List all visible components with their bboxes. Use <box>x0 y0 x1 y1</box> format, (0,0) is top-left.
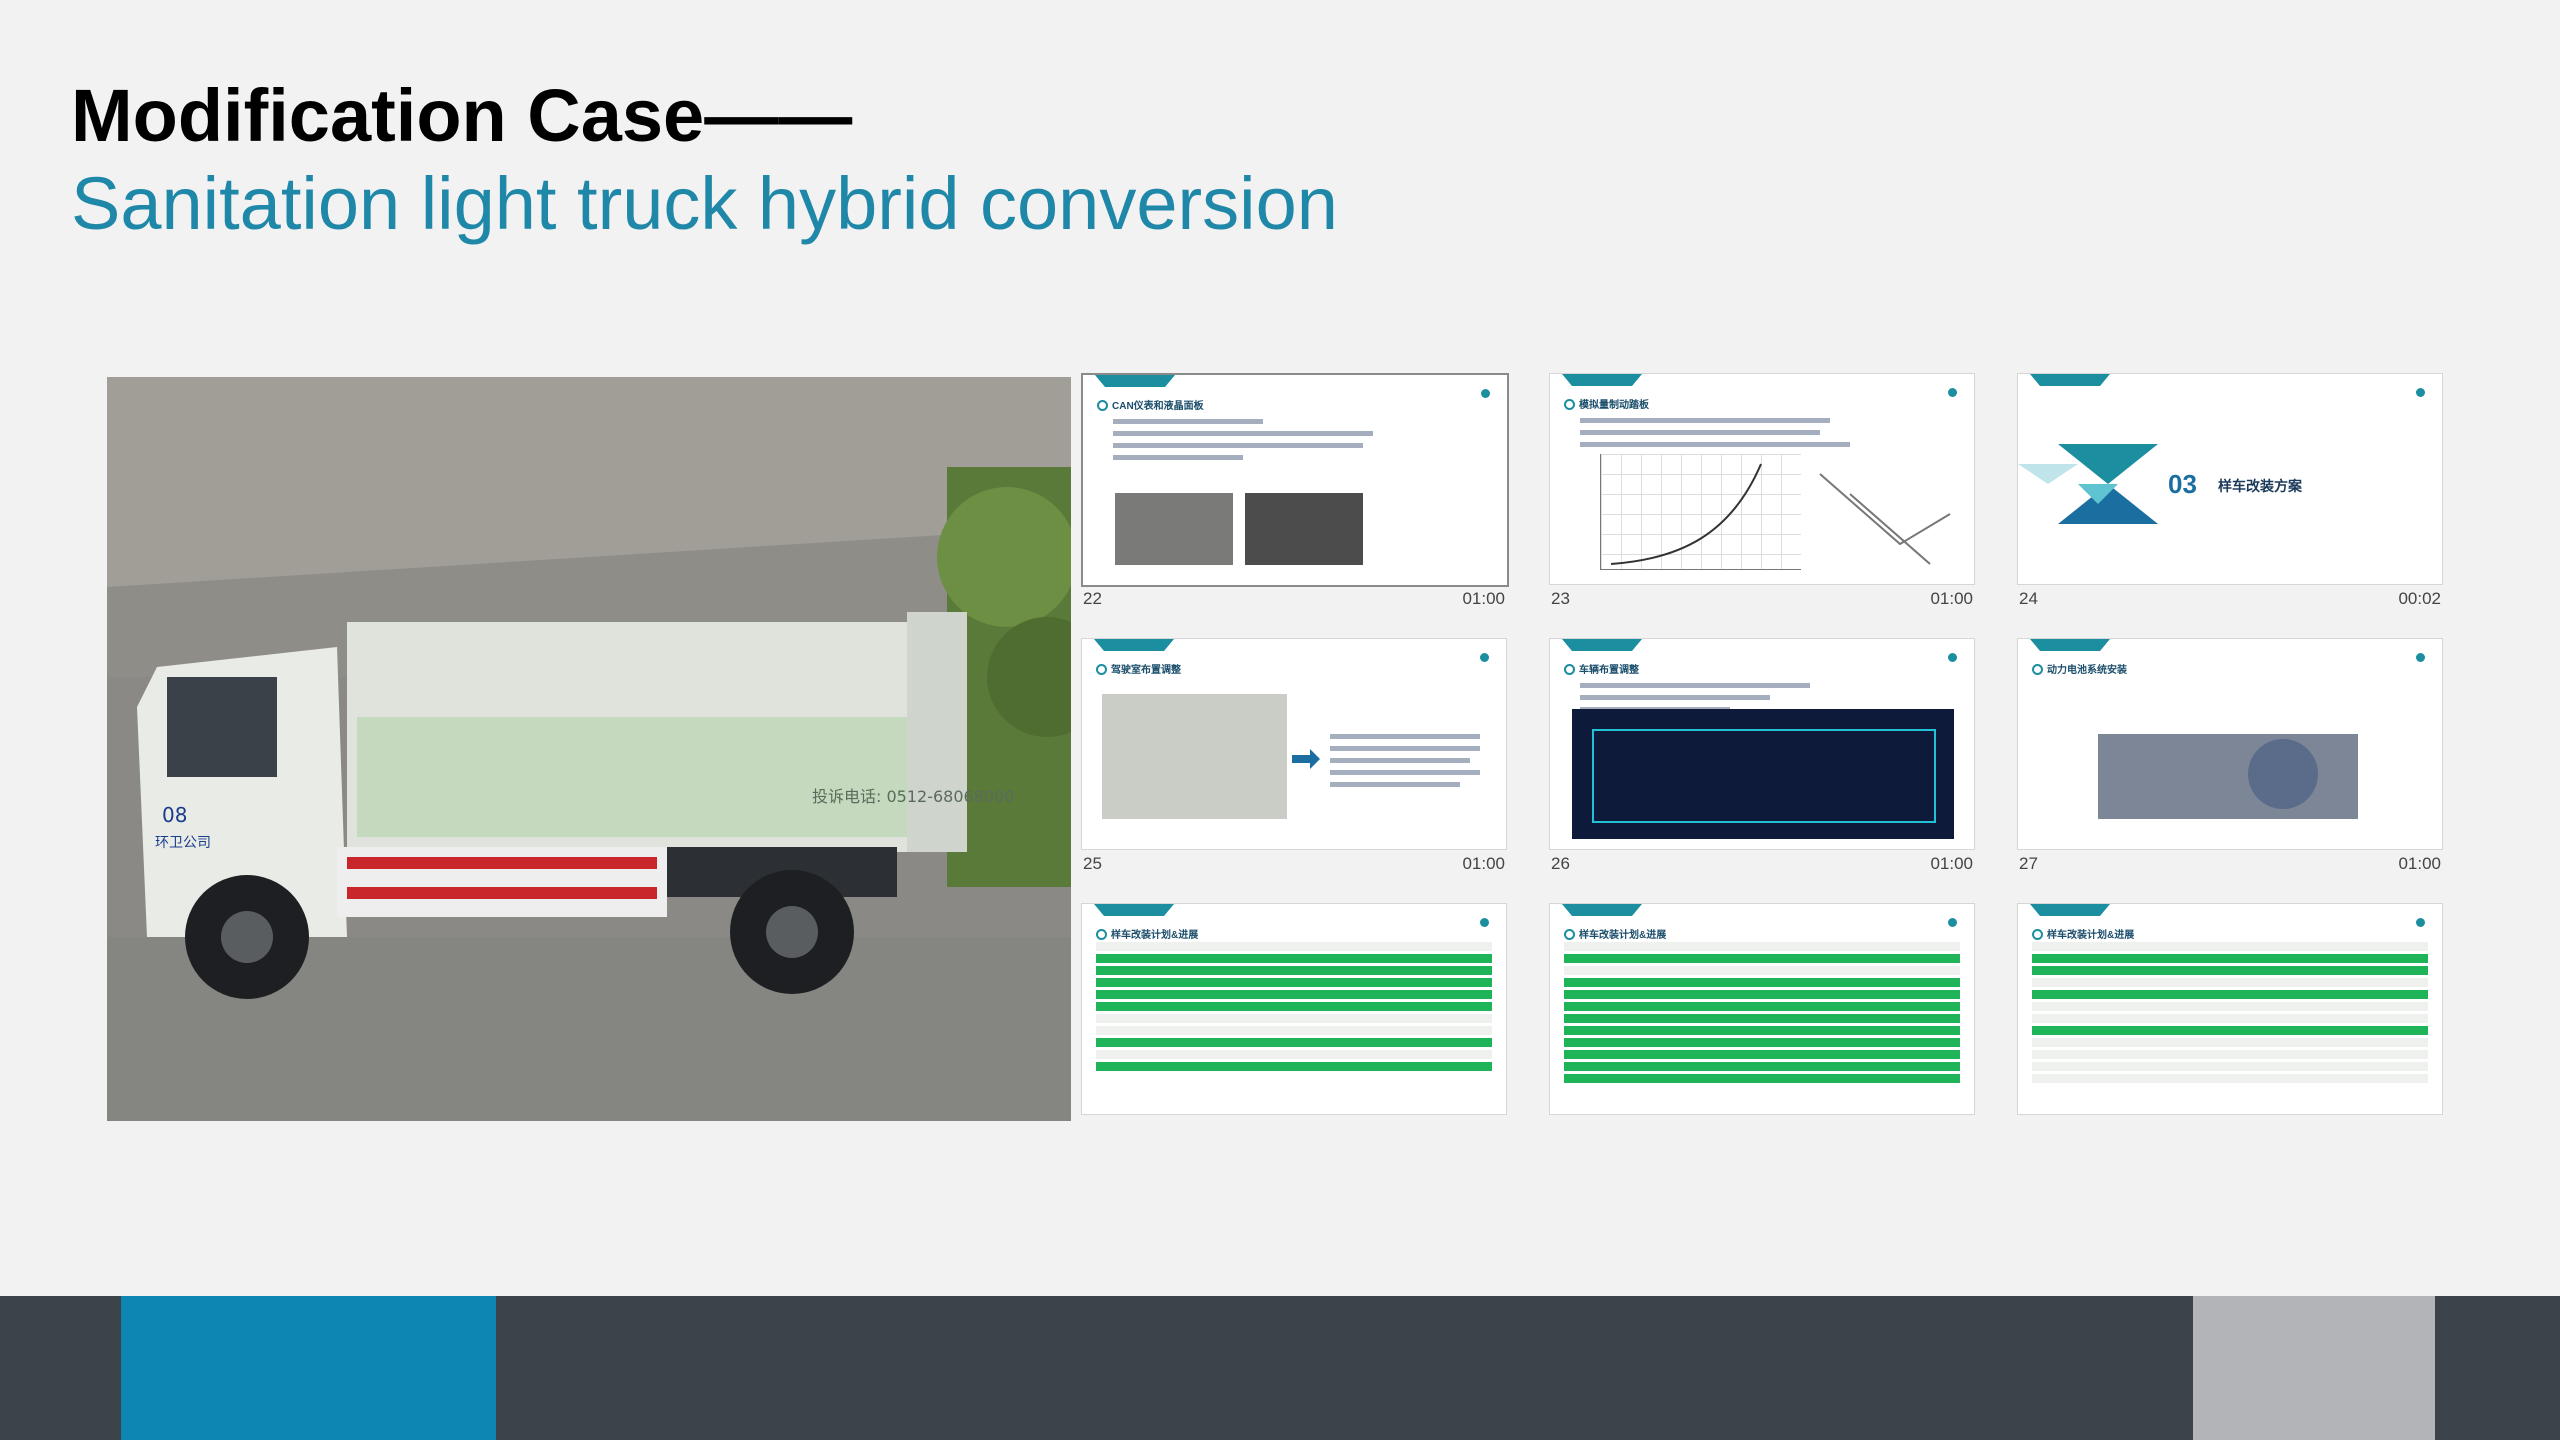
section-number: 03 <box>2168 469 2197 499</box>
footer-accent-gray <box>2193 1296 2435 1440</box>
cooling-fan-icon <box>2248 739 2318 809</box>
slide-heading: 样车改装计划&进展 <box>1564 926 1666 941</box>
truck-thumbnail-photo <box>1102 694 1287 819</box>
plan-table <box>1096 942 1492 1074</box>
company-logo-icon <box>1948 653 1960 663</box>
company-logo-icon <box>1480 653 1492 663</box>
slide-number: 25 <box>1083 854 1102 873</box>
slide-preview: 样车改装计划&进展 <box>1081 903 1507 1115</box>
slide-duration: 01:00 <box>1462 854 1505 873</box>
slide-duration: 01:00 <box>1930 854 1973 873</box>
section-divider-graphic <box>2018 444 2158 524</box>
slide-number: 22 <box>1083 589 1102 608</box>
footer-accent-blue <box>121 1296 496 1440</box>
company-logo-icon <box>2416 653 2428 663</box>
company-logo-icon <box>1948 388 1960 398</box>
slide-heading: 动力电池系统安装 <box>2032 661 2127 676</box>
slide-thumbnail-grid: CAN仪表和液晶面板 22 01:00 模拟量制动踏板 23 01:00 <box>1081 365 2452 1121</box>
battery-system-drawing <box>2098 734 2358 819</box>
slide-duration: 00:02 <box>2398 589 2441 608</box>
plan-table <box>1564 942 1960 1086</box>
slide-preview: 样车改装计划&进展 <box>1549 903 1975 1115</box>
slide-heading: 样车改装计划&进展 <box>1096 926 1198 941</box>
slide-subtitle: Sanitation light truck hybrid conversion <box>71 162 1338 245</box>
slide-number: 27 <box>2019 854 2038 873</box>
slide-preview: 动力电池系统安装 <box>2017 638 2443 850</box>
company-logo-icon <box>1480 918 1492 928</box>
company-logo-icon <box>1481 389 1493 399</box>
truck-side-text: 环卫公司 <box>155 835 211 851</box>
slide-preview: 驾驶室布置调整 <box>1081 638 1507 850</box>
brake-pedal-drawing <box>1819 473 1951 565</box>
slide-heading: 车辆布置调整 <box>1564 661 1639 676</box>
truck-photo-illustration: 08 环卫公司 投诉电话: 0512-68068000 <box>107 377 1071 1121</box>
slide-number: 26 <box>1551 854 1570 873</box>
truck-photo: 08 环卫公司 投诉电话: 0512-68068000 <box>107 377 1071 1121</box>
vehicle-layout-blueprint <box>1572 709 1954 839</box>
slide-duration: 01:00 <box>2398 854 2441 873</box>
cab-interior-photo <box>1245 493 1363 565</box>
slide-number: 23 <box>1551 589 1570 608</box>
slide-preview: 03 样车改装方案 <box>2017 373 2443 585</box>
company-logo-icon <box>2416 388 2428 398</box>
arrow-right-icon <box>1292 749 1320 769</box>
plan-table <box>2032 942 2428 1086</box>
slide-duration: 01:00 <box>1462 589 1505 608</box>
slide-heading: CAN仪表和液晶面板 <box>1097 397 1204 412</box>
slide-title: Modification Case—— <box>71 74 853 157</box>
slide-preview: 模拟量制动踏板 <box>1549 373 1975 585</box>
slide-heading: 样车改装计划&进展 <box>2032 926 2134 941</box>
slide-duration: 01:00 <box>1930 589 1973 608</box>
slide-number: 24 <box>2019 589 2038 608</box>
company-logo-icon <box>2416 918 2428 928</box>
truck-number-text: 08 <box>162 803 187 827</box>
dashboard-photo <box>1115 493 1233 565</box>
company-logo-icon <box>1948 918 1960 928</box>
slide-preview: 车辆布置调整 <box>1549 638 1975 850</box>
slide-preview: 样车改装计划&进展 <box>2017 903 2443 1115</box>
slide-preview: CAN仪表和液晶面板 <box>1081 373 1509 587</box>
slide-heading: 模拟量制动踏板 <box>1564 396 1649 411</box>
section-title: 样车改装方案 <box>2218 478 2302 494</box>
brake-curve-chart <box>1600 454 1801 570</box>
slide-heading: 驾驶室布置调整 <box>1096 661 1181 676</box>
complaint-phone-text: 投诉电话: 0512-68068000 <box>812 787 1014 806</box>
